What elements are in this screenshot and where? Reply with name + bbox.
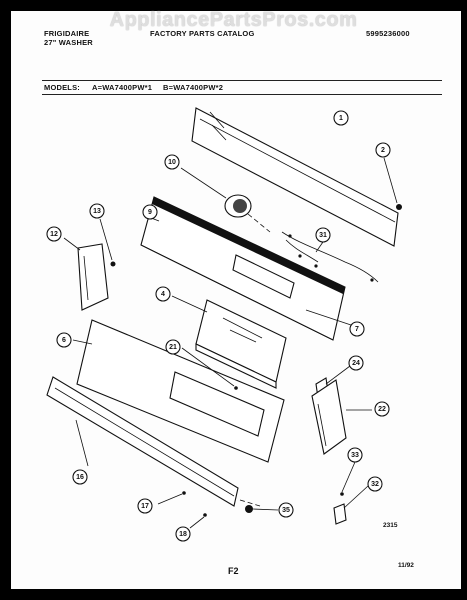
screw-part-17 — [157, 491, 186, 505]
model-a: A=WA7400PW*1 — [92, 83, 153, 92]
callout-31: 31 — [315, 227, 331, 243]
svg-text:35: 35 — [282, 507, 290, 514]
diagram-number: 2315 — [383, 522, 398, 529]
svg-text:7: 7 — [355, 326, 359, 333]
svg-text:12: 12 — [50, 231, 58, 238]
svg-text:6: 6 — [62, 337, 66, 344]
page-number: F2 — [228, 566, 239, 576]
svg-text:16: 16 — [76, 474, 84, 481]
back-panel-part — [191, 107, 399, 247]
svg-text:17: 17 — [141, 503, 149, 510]
svg-text:4: 4 — [161, 291, 165, 298]
svg-text:32: 32 — [371, 481, 379, 488]
model-b: B=WA7400PW*2 — [163, 83, 224, 92]
watermark: AppliancePartsPros.com — [109, 9, 358, 31]
screw-part-13 — [99, 218, 116, 267]
screw-part-21 — [181, 347, 238, 390]
front-trim-part — [46, 376, 261, 507]
knob-cap-part — [245, 505, 279, 513]
callout-12: 12 — [46, 226, 62, 242]
callout-35: 35 — [278, 502, 294, 518]
catalog-number: 5995236000 — [366, 29, 410, 38]
screw-part-7 — [305, 309, 355, 327]
clip-part-32 — [333, 485, 369, 525]
control-panel-overlay-part — [72, 319, 285, 463]
wiring-harness-part — [281, 231, 379, 283]
callout-24: 24 — [348, 355, 364, 371]
svg-text:22: 22 — [378, 406, 386, 413]
callout-7: 7 — [349, 321, 365, 337]
control-board-part — [171, 295, 287, 389]
svg-text:9: 9 — [148, 209, 152, 216]
catalog-title: FACTORY PARTS CATALOG — [150, 29, 255, 38]
callout-17: 17 — [137, 498, 153, 514]
svg-text:21: 21 — [169, 344, 177, 351]
callout-22: 22 — [374, 401, 390, 417]
svg-text:31: 31 — [319, 232, 327, 239]
revision-date: 11/92 — [398, 562, 414, 569]
screw-part — [383, 157, 402, 210]
callout-10: 10 — [164, 154, 180, 170]
callout-33: 33 — [347, 447, 363, 463]
svg-text:1: 1 — [339, 115, 343, 122]
product-name: 27" WASHER — [44, 38, 93, 47]
svg-text:18: 18 — [179, 531, 187, 538]
callout-13: 13 — [89, 203, 105, 219]
screw-part-33 — [340, 461, 356, 496]
callout-9: 9 — [142, 204, 158, 220]
callout-4: 4 — [155, 286, 171, 302]
header-rule-bottom — [42, 94, 442, 95]
svg-text:24: 24 — [352, 360, 360, 367]
callout-1: 1 — [333, 110, 349, 126]
svg-text:13: 13 — [93, 208, 101, 215]
svg-text:10: 10 — [168, 159, 176, 166]
console-frame-part — [140, 196, 346, 341]
callout-18: 18 — [175, 526, 191, 542]
svg-text:2: 2 — [381, 147, 385, 154]
callout-16: 16 — [72, 469, 88, 485]
right-end-bracket-part — [311, 379, 372, 455]
callout-2: 2 — [375, 142, 391, 158]
callout-6: 6 — [56, 332, 72, 348]
brand-name: FRIGIDAIRE — [44, 29, 90, 38]
header-rule-top — [42, 80, 442, 81]
callout-21: 21 — [165, 339, 181, 355]
left-end-bracket-part — [63, 237, 109, 311]
models-label: MODELS: — [44, 83, 80, 92]
svg-text:33: 33 — [351, 452, 359, 459]
callout-32: 32 — [367, 476, 383, 492]
screw-part-18 — [189, 513, 207, 529]
timer-knob-part — [180, 167, 271, 233]
